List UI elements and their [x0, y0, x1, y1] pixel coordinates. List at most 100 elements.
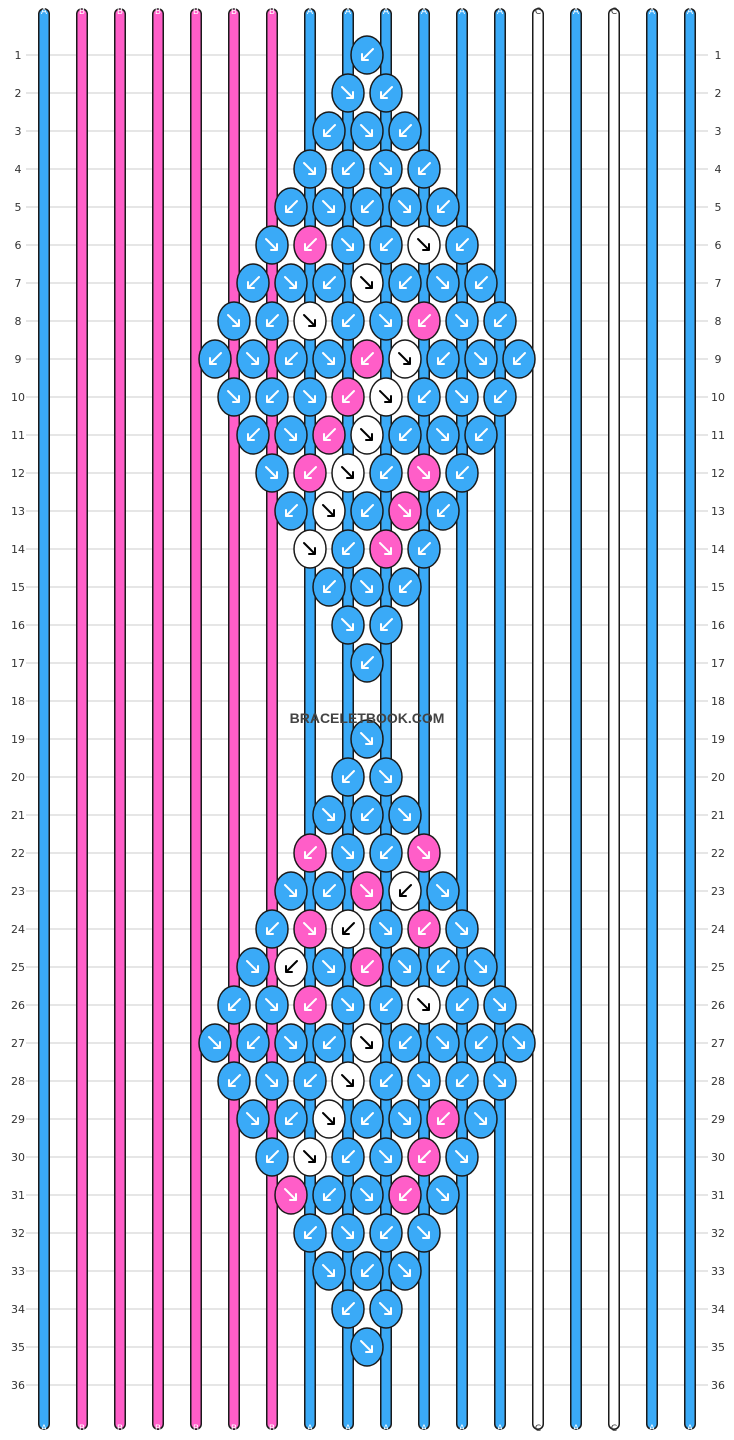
strand-letter-bottom: A — [649, 1424, 656, 1434]
arrow-down-right-icon — [246, 352, 259, 365]
knot — [369, 757, 403, 797]
arrow-down-right-icon — [265, 1074, 278, 1087]
strand-letter-bottom: B — [117, 1424, 123, 1434]
row-number-left: 8 — [15, 315, 22, 328]
knot — [350, 719, 384, 759]
arrow-down-right-icon — [341, 466, 354, 479]
arrow-down-left-icon — [247, 276, 260, 289]
arrow-down-right-icon — [341, 1226, 354, 1239]
knot — [388, 1099, 422, 1139]
arrow-down-left-icon — [323, 276, 336, 289]
strand-letter-top: A — [573, 7, 580, 17]
row-number-right: 11 — [711, 429, 725, 442]
knot — [236, 339, 270, 379]
knot — [445, 377, 479, 417]
knot — [483, 301, 517, 341]
strand-letter-bottom: A — [687, 1424, 694, 1434]
knot — [198, 339, 232, 379]
knot — [217, 985, 251, 1025]
knot — [331, 149, 365, 189]
knot — [255, 1137, 289, 1177]
row-number-right: 26 — [711, 999, 725, 1012]
arrow-down-right-icon — [474, 960, 487, 973]
strand-letter-bottom: B — [269, 1424, 275, 1434]
knot — [407, 1137, 441, 1177]
knot — [369, 1137, 403, 1177]
arrow-down-right-icon — [360, 884, 373, 897]
arrow-down-right-icon — [417, 846, 430, 859]
knot — [274, 1099, 308, 1139]
knot — [426, 263, 460, 303]
arrow-down-left-icon — [418, 1150, 431, 1163]
strand-letter-top: A — [41, 7, 48, 17]
knot — [388, 339, 422, 379]
knot — [407, 453, 441, 493]
arrow-down-left-icon — [361, 656, 374, 669]
row-number-right: 3 — [715, 125, 722, 138]
arrow-down-right-icon — [379, 162, 392, 175]
knot — [407, 225, 441, 265]
row-number-left: 16 — [11, 619, 25, 632]
row-number-right: 33 — [711, 1265, 725, 1278]
row-number-right: 34 — [711, 1303, 725, 1316]
arrow-down-right-icon — [246, 1112, 259, 1125]
arrow-down-left-icon — [323, 1188, 336, 1201]
arrow-down-left-icon — [323, 884, 336, 897]
knot — [312, 111, 346, 151]
arrow-down-right-icon — [341, 846, 354, 859]
arrow-down-left-icon — [513, 352, 526, 365]
arrow-down-left-icon — [228, 1074, 241, 1087]
arrow-down-right-icon — [265, 998, 278, 1011]
knot — [236, 947, 270, 987]
arrow-down-right-icon — [284, 428, 297, 441]
knot — [236, 1023, 270, 1063]
strand-letter-top: C — [611, 7, 617, 17]
row-number-right: 28 — [711, 1075, 725, 1088]
arrow-down-left-icon — [323, 1036, 336, 1049]
row-number-left: 19 — [11, 733, 25, 746]
arrow-down-right-icon — [303, 390, 316, 403]
knot — [426, 415, 460, 455]
arrow-down-right-icon — [436, 884, 449, 897]
knot — [464, 1023, 498, 1063]
strand-letter-bottom: B — [231, 1424, 237, 1434]
knot — [312, 567, 346, 607]
knot — [331, 225, 365, 265]
arrow-down-left-icon — [380, 238, 393, 251]
knot — [350, 491, 384, 531]
arrow-down-left-icon — [399, 124, 412, 137]
arrow-down-right-icon — [379, 314, 392, 327]
row-number-right: 20 — [711, 771, 725, 784]
knot — [312, 795, 346, 835]
knot — [198, 1023, 232, 1063]
knot — [388, 871, 422, 911]
strand-letter-bottom: A — [421, 1424, 428, 1434]
knot — [464, 339, 498, 379]
row-number-left: 10 — [11, 391, 25, 404]
arrow-down-right-icon — [360, 124, 373, 137]
arrow-down-right-icon — [436, 276, 449, 289]
knot — [331, 301, 365, 341]
knot — [369, 453, 403, 493]
row-number-right: 7 — [715, 277, 722, 290]
knot — [217, 301, 251, 341]
strand-letter-top: A — [687, 7, 694, 17]
knot — [255, 985, 289, 1025]
knot — [217, 1061, 251, 1101]
knot — [331, 1213, 365, 1253]
arrow-down-left-icon — [247, 1036, 260, 1049]
knot — [464, 1099, 498, 1139]
knot — [274, 491, 308, 531]
knot — [369, 1061, 403, 1101]
arrow-down-right-icon — [417, 998, 430, 1011]
knot — [331, 833, 365, 873]
arrow-down-right-icon — [227, 390, 240, 403]
knot — [274, 415, 308, 455]
row-number-right: 15 — [711, 581, 725, 594]
knot — [369, 301, 403, 341]
arrow-down-right-icon — [417, 1074, 430, 1087]
arrow-down-right-icon — [360, 428, 373, 441]
arrow-down-left-icon — [380, 86, 393, 99]
arrow-down-left-icon — [361, 352, 374, 365]
knot — [407, 833, 441, 873]
